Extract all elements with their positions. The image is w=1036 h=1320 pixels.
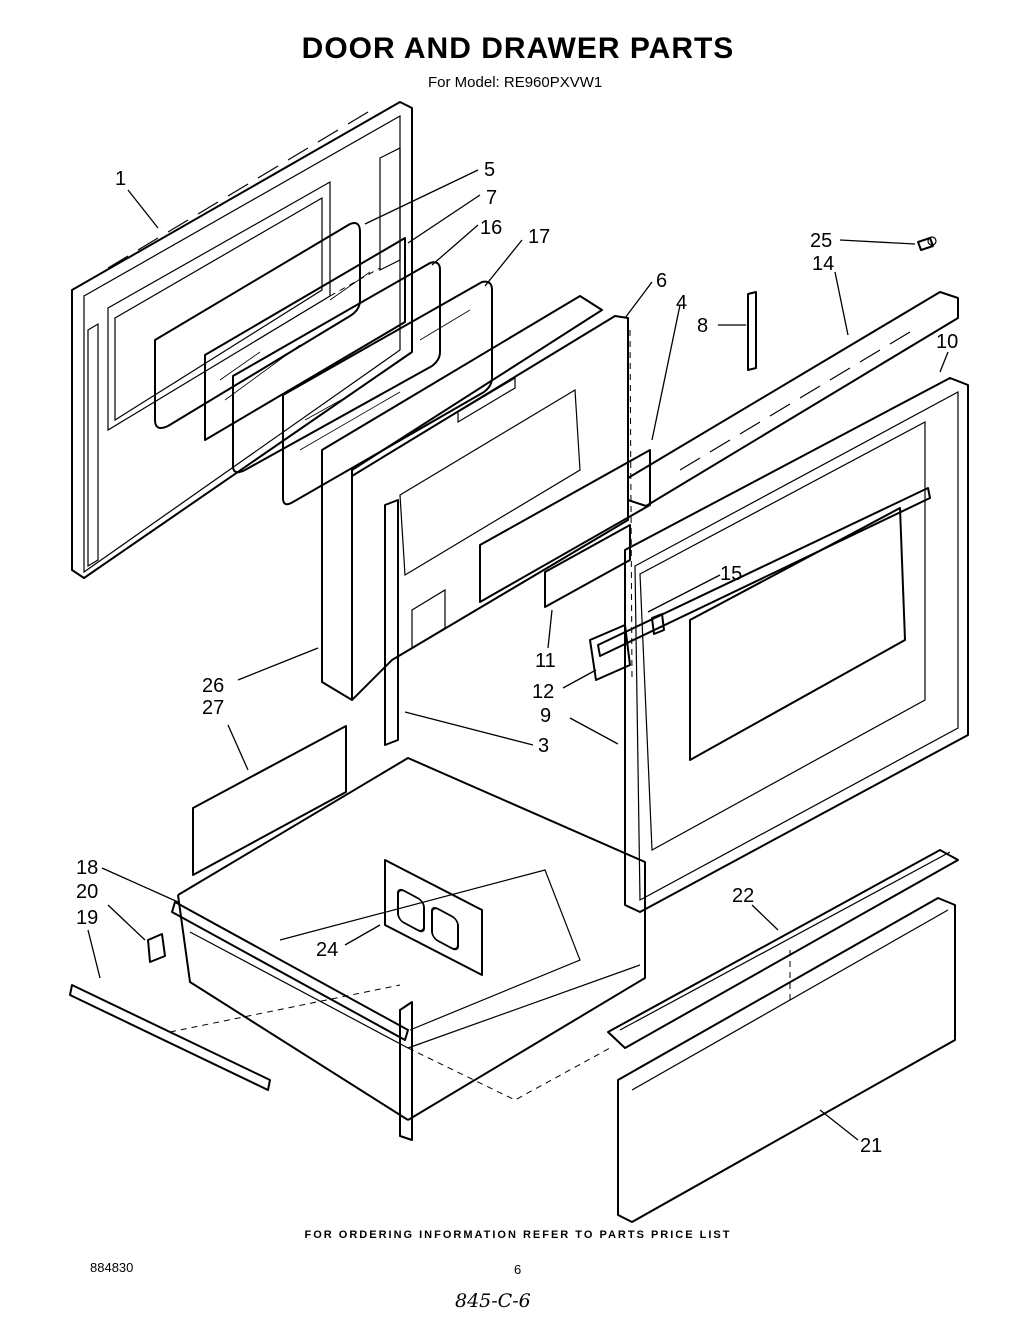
handwritten-note: 845-C-6 (455, 1290, 531, 1312)
glass-retainer-frame (232, 261, 441, 474)
callout-24: 24 (316, 939, 338, 961)
page-number: 6 (514, 1262, 522, 1277)
callout-25: 25 (810, 230, 832, 252)
leader-lines (87, 169, 949, 1141)
window-trim-panel (479, 449, 651, 603)
callout-5: 5 (484, 159, 495, 181)
callout-20: 20 (76, 881, 98, 903)
callout-10: 10 (936, 331, 958, 353)
callout-26: 26 (202, 675, 224, 697)
window-glass (282, 280, 493, 506)
drawer-rail (171, 901, 409, 1041)
drawer-clip (147, 933, 166, 963)
callout-labels: 1 5 7 16 17 6 4 8 25 14 10 15 11 12 9 3 … (76, 159, 958, 1157)
door-side-channel (384, 499, 399, 746)
door-insulation (321, 295, 603, 701)
outer-door-panel (71, 101, 413, 579)
vent-slots (107, 111, 369, 269)
callout-27: 27 (202, 697, 224, 719)
callout-16: 16 (480, 217, 502, 239)
window-trim-strip (544, 524, 631, 608)
callout-7: 7 (486, 187, 497, 209)
callout-14: 14 (812, 253, 834, 275)
callout-12: 12 (532, 681, 554, 703)
callout-17: 17 (528, 226, 550, 248)
drawer-body (177, 757, 646, 1141)
callout-15: 15 (720, 563, 742, 585)
outer-door-glass-frame (624, 377, 969, 913)
drawer-slide-rod (69, 984, 271, 1091)
screw-fastener (917, 236, 937, 251)
callout-11: 11 (535, 650, 556, 672)
drawer-front-panel (617, 897, 956, 1223)
alignment-lines (169, 267, 791, 1101)
door-handle-assembly (589, 487, 931, 681)
drawer-bracket (384, 859, 483, 976)
door-gasket (154, 222, 361, 429)
model-line: For Model: RE960PXVW1 (428, 74, 603, 91)
drawer-front-channel (607, 849, 959, 1049)
page-title: DOOR AND DRAWER PARTS (301, 32, 735, 65)
callout-4: 4 (676, 292, 687, 314)
ordering-info-footer: FOR ORDERING INFORMATION REFER TO PARTS … (304, 1229, 732, 1241)
callout-8: 8 (697, 315, 708, 337)
callout-6: 6 (656, 270, 667, 292)
callout-18: 18 (76, 857, 98, 879)
callout-22: 22 (732, 885, 754, 907)
inner-door-liner (351, 315, 629, 701)
callout-21: 21 (860, 1135, 882, 1157)
inner-glass-panel (204, 237, 406, 441)
callout-3: 3 (538, 735, 549, 757)
door-vent-trim (627, 291, 959, 507)
document-number: 884830 (90, 1260, 134, 1275)
callout-9: 9 (540, 705, 551, 727)
door-hinge-strip (747, 291, 757, 371)
callout-1: 1 (115, 168, 126, 190)
callout-19: 19 (76, 907, 98, 929)
drawer-back-panel (192, 725, 347, 876)
